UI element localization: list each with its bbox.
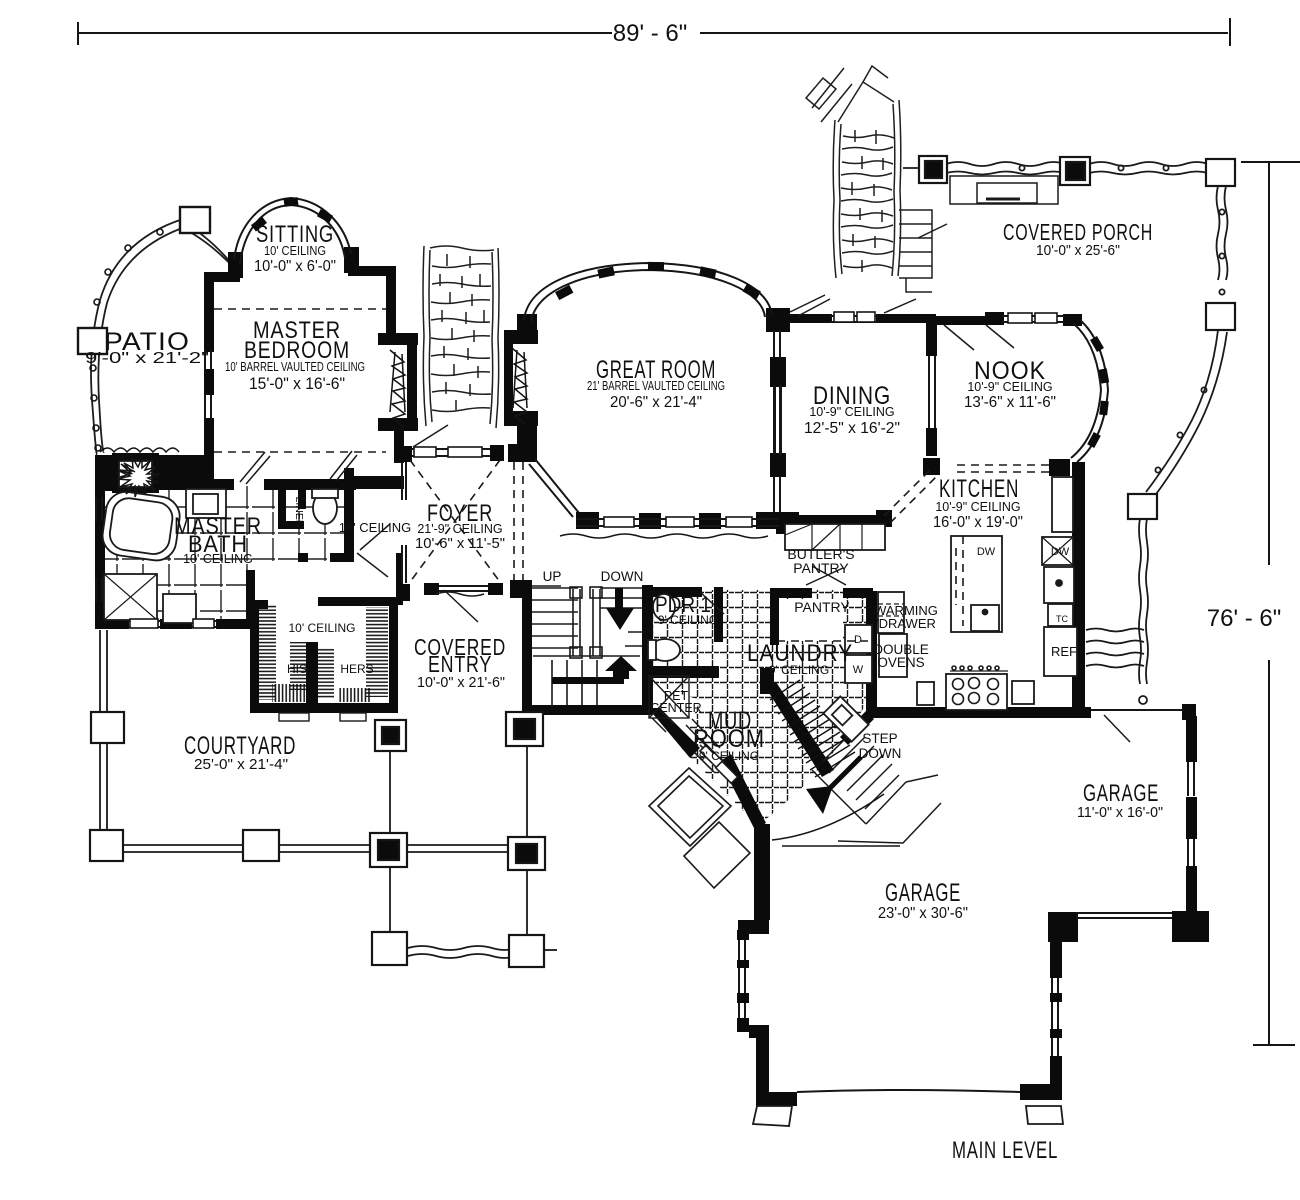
svg-text:10'-9" CEILING: 10'-9" CEILING <box>935 500 1020 514</box>
svg-text:11'-0" x 16'-0": 11'-0" x 16'-0" <box>1077 804 1163 821</box>
svg-text:10' CEILING: 10' CEILING <box>183 552 253 566</box>
svg-text:SITTING: SITTING <box>256 221 334 248</box>
svg-text:COVERED: COVERED <box>414 634 506 660</box>
svg-text:10'-9" CEILING: 10'-9" CEILING <box>809 405 894 419</box>
svg-text:10'-0" x 21'-6": 10'-0" x 21'-6" <box>417 674 505 691</box>
svg-text:MASTER: MASTER <box>253 317 341 344</box>
svg-text:DW: DW <box>1051 546 1070 558</box>
svg-text:FOYER: FOYER <box>427 500 493 527</box>
svg-text:NOOK: NOOK <box>974 357 1046 385</box>
svg-text:23'-0" x 30'-6": 23'-0" x 30'-6" <box>878 905 968 922</box>
svg-text:89' - 6": 89' - 6" <box>613 20 687 47</box>
svg-text:HERS: HERS <box>340 662 373 676</box>
svg-text:COURTYARD: COURTYARD <box>184 732 296 760</box>
svg-text:10' BARREL VAULTED CEILING: 10' BARREL VAULTED CEILING <box>225 359 365 374</box>
svg-text:MASTER: MASTER <box>174 513 262 540</box>
svg-text:BUTLER'S: BUTLER'S <box>787 546 854 562</box>
svg-text:DW: DW <box>977 546 996 558</box>
svg-text:D: D <box>854 634 862 646</box>
svg-text:9' CEILING: 9' CEILING <box>658 613 718 627</box>
svg-text:COVERED PORCH: COVERED PORCH <box>1003 219 1153 245</box>
svg-text:DOWN: DOWN <box>601 569 644 584</box>
svg-text:PDR 1: PDR 1 <box>655 592 711 617</box>
svg-text:'DRAWER: 'DRAWER <box>876 616 936 631</box>
svg-text:PANTRY: PANTRY <box>793 560 849 576</box>
svg-text:10'-6" x 11'-5": 10'-6" x 11'-5" <box>415 535 505 552</box>
svg-text:18' CEILING: 18' CEILING <box>339 520 412 535</box>
svg-text:ROOM: ROOM <box>693 725 765 753</box>
svg-text:21' BARREL VAULTED CEILING: 21' BARREL VAULTED CEILING <box>587 379 725 393</box>
svg-text:HIS: HIS <box>287 662 307 676</box>
svg-text:DOWN: DOWN <box>859 746 902 761</box>
svg-text:13'-6" x 11'-6": 13'-6" x 11'-6" <box>964 394 1056 411</box>
svg-text:10'-0" x 25'-6": 10'-0" x 25'-6" <box>1036 242 1120 259</box>
svg-text:MUD: MUD <box>708 707 752 735</box>
svg-text:REF: REF <box>1051 644 1077 659</box>
svg-text:9'-0" x 21'-2": 9'-0" x 21'-2" <box>85 350 209 367</box>
svg-text:OVENS: OVENS <box>877 655 924 670</box>
svg-text:21'-9" CEILING: 21'-9" CEILING <box>417 522 502 536</box>
svg-text:15'-0" x 16'-6": 15'-0" x 16'-6" <box>249 374 345 393</box>
svg-text:GARAGE: GARAGE <box>1083 780 1159 807</box>
svg-text:16'-0" x 19'-0": 16'-0" x 19'-0" <box>933 514 1023 531</box>
svg-text:GARAGE: GARAGE <box>885 879 961 907</box>
svg-text:KITCHEN: KITCHEN <box>939 475 1019 503</box>
svg-text:CENTER: CENTER <box>650 701 701 715</box>
svg-text:10' CEILING: 10' CEILING <box>264 243 326 258</box>
svg-text:BEDROOM: BEDROOM <box>244 337 350 364</box>
svg-text:PATIO: PATIO <box>104 328 190 356</box>
svg-text:10'-9" CEILING: 10'-9" CEILING <box>967 380 1052 394</box>
svg-text:25'-0" x 21'-4": 25'-0" x 21'-4" <box>194 756 288 773</box>
svg-text:10'-0" x 6'-0": 10'-0" x 6'-0" <box>254 258 336 275</box>
svg-text:LAUNDRY: LAUNDRY <box>747 640 853 667</box>
svg-text:GREAT ROOM: GREAT ROOM <box>596 356 716 384</box>
svg-text:BATH: BATH <box>188 531 248 558</box>
svg-text:9' CEILING: 9' CEILING <box>769 663 829 677</box>
svg-text:12'-5" x 16'-2": 12'-5" x 16'-2" <box>804 420 900 437</box>
svg-text:STEP: STEP <box>862 731 897 746</box>
svg-text:10' CEILING: 10' CEILING <box>289 621 356 635</box>
svg-text:DOUBLE: DOUBLE <box>873 642 929 657</box>
svg-text:20'-6" x 21'-4": 20'-6" x 21'-4" <box>610 394 702 411</box>
svg-text:76' - 6": 76' - 6" <box>1207 605 1281 632</box>
svg-text:WARMING: WARMING <box>874 603 938 618</box>
svg-text:UP: UP <box>543 569 562 584</box>
svg-text:MAIN LEVEL: MAIN LEVEL <box>952 1137 1058 1164</box>
svg-text:LINEN: LINEN <box>293 497 305 528</box>
svg-text:TC: TC <box>1056 614 1068 624</box>
svg-text:W: W <box>853 664 864 676</box>
svg-text:PET: PET <box>664 689 689 703</box>
svg-text:DINING: DINING <box>813 382 891 410</box>
svg-text:PANTRY: PANTRY <box>794 599 850 615</box>
svg-text:9' CEILING: 9' CEILING <box>699 749 759 763</box>
svg-text:ENTRY: ENTRY <box>428 651 492 677</box>
